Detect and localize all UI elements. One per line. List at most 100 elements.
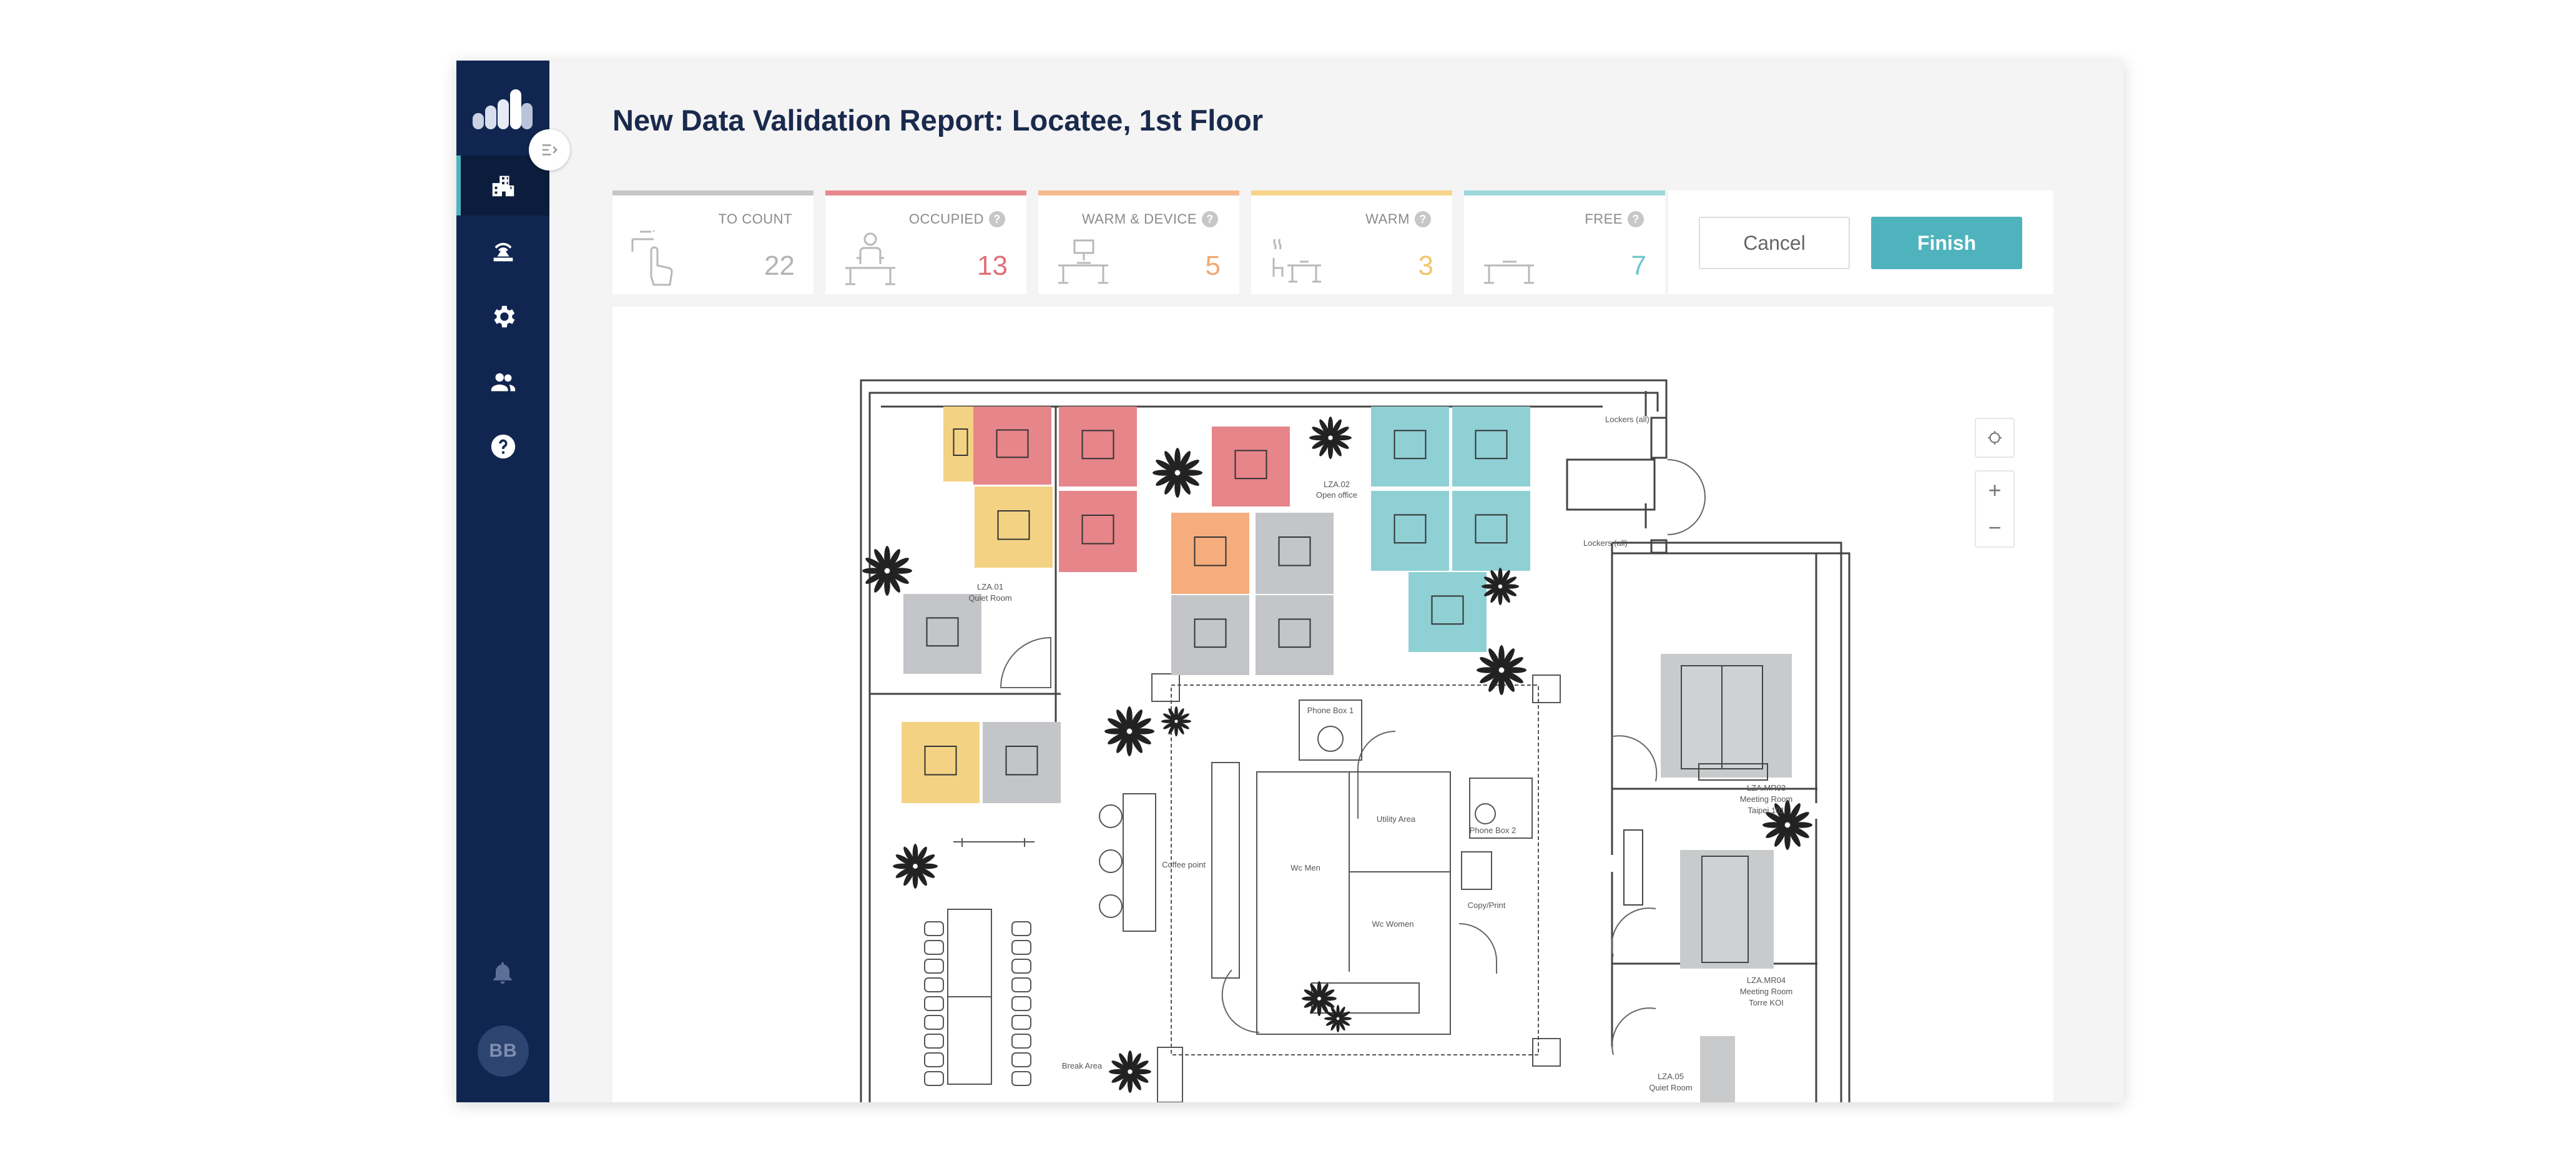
seat-zone-free[interactable] bbox=[1371, 491, 1449, 571]
desk-with-monitor-icon bbox=[1058, 239, 1108, 284]
desk bbox=[1278, 536, 1311, 566]
page-title: New Data Validation Report: Locatee, 1st… bbox=[612, 104, 1264, 137]
sensor-icon bbox=[493, 242, 513, 262]
stat-label: OCCUPIED? bbox=[909, 211, 1005, 227]
sidebar-item-users[interactable] bbox=[456, 352, 549, 412]
map-zoom-control: + − bbox=[1975, 470, 2015, 548]
seat-zone-occupied[interactable] bbox=[973, 407, 1051, 485]
desk bbox=[996, 429, 1029, 458]
zoom-out-button[interactable]: − bbox=[1988, 515, 2002, 540]
sidebar-item-help[interactable] bbox=[456, 417, 549, 477]
chair bbox=[924, 1052, 944, 1067]
desk bbox=[953, 428, 968, 456]
zone-label: Meeting Room bbox=[1740, 987, 1793, 996]
plant-icon bbox=[1161, 706, 1191, 737]
plant-icon bbox=[1302, 981, 1337, 1017]
zone-label: LZA.MR03 bbox=[1747, 783, 1786, 793]
zoom-in-button[interactable]: + bbox=[1988, 477, 2002, 503]
desk bbox=[997, 510, 1030, 540]
chair bbox=[924, 1015, 944, 1030]
collapse-sidebar-button[interactable] bbox=[529, 129, 570, 170]
desk bbox=[1278, 618, 1311, 648]
seat-zone-free[interactable] bbox=[1408, 572, 1487, 652]
stat-label: WARM & DEVICE? bbox=[1082, 211, 1218, 227]
stat-label: TO COUNT bbox=[718, 211, 792, 227]
seat-zone-to-count[interactable] bbox=[903, 594, 981, 674]
sidebar-item-buildings[interactable] bbox=[456, 156, 549, 215]
stat-value: 22 bbox=[764, 250, 795, 281]
seat-zone-free[interactable] bbox=[1452, 491, 1530, 571]
desk bbox=[926, 617, 959, 647]
seat-zone-free[interactable] bbox=[1371, 407, 1449, 487]
desk bbox=[1234, 450, 1267, 480]
chair bbox=[1011, 921, 1031, 936]
plant-icon bbox=[1104, 706, 1154, 756]
zone-label: Quiet Room bbox=[968, 593, 1011, 603]
zone-label: LZA.01 bbox=[977, 582, 1003, 591]
map-recenter-control bbox=[1975, 418, 2015, 458]
zone-label: Taipei 101 bbox=[1748, 806, 1784, 815]
seat-zone-warm[interactable] bbox=[943, 407, 978, 482]
cancel-button[interactable]: Cancel bbox=[1699, 217, 1850, 269]
building-icon bbox=[492, 175, 514, 197]
room-label: Lockers (all) bbox=[1605, 415, 1649, 424]
desk bbox=[1081, 430, 1114, 460]
app-window: BB New Data Validation Report: Locatee, … bbox=[456, 61, 2123, 1102]
chair bbox=[924, 1071, 944, 1086]
seat-zone-free[interactable] bbox=[1452, 407, 1530, 487]
desk bbox=[1081, 515, 1114, 545]
touch-hand-icon bbox=[631, 230, 673, 286]
zone-label: Torre KOI bbox=[1749, 998, 1784, 1007]
zone-label: LZA.MR04 bbox=[1747, 976, 1786, 985]
seat-zone-to-count[interactable] bbox=[983, 722, 1061, 803]
room-label: Lockers (all) bbox=[1583, 538, 1628, 548]
room-label: Break Area bbox=[1062, 1061, 1103, 1070]
stat-card-warm: WARM? 3 bbox=[1251, 190, 1452, 294]
desk bbox=[1194, 618, 1227, 648]
desk bbox=[1431, 595, 1464, 625]
floorplan-map[interactable]: LZA.01 Quiet Room LZA.02 Open office LZA… bbox=[612, 307, 2053, 1102]
stat-value: 7 bbox=[1631, 250, 1646, 281]
seat-zone-occupied[interactable] bbox=[1212, 427, 1290, 506]
stat-label: WARM? bbox=[1365, 211, 1431, 227]
desk bbox=[1005, 746, 1038, 776]
room-label: Coffee point bbox=[1162, 860, 1206, 869]
sidebar-item-sensors[interactable] bbox=[456, 222, 549, 282]
seat-zone-warm-device[interactable] bbox=[1171, 513, 1249, 594]
zone-label: Open office bbox=[1316, 490, 1357, 500]
chair bbox=[1011, 977, 1031, 992]
user-avatar[interactable]: BB bbox=[478, 1025, 529, 1077]
seat-zone-to-count[interactable] bbox=[1256, 595, 1334, 675]
seat-zone-occupied[interactable] bbox=[1059, 491, 1137, 572]
target-icon[interactable] bbox=[1976, 419, 2013, 457]
finish-button[interactable]: Finish bbox=[1871, 217, 2022, 269]
help-icon[interactable]: ? bbox=[989, 211, 1005, 227]
seat-zone-warm[interactable] bbox=[975, 487, 1053, 568]
chair bbox=[924, 996, 944, 1011]
stat-label: FREE? bbox=[1585, 211, 1644, 227]
zone-label: Quiet Room bbox=[1649, 1083, 1692, 1092]
seat-zone-warm[interactable] bbox=[902, 722, 980, 803]
chair bbox=[924, 959, 944, 974]
plant-icon bbox=[1482, 568, 1519, 605]
stat-card-warm-device: WARM & DEVICE? 5 bbox=[1038, 190, 1239, 294]
room-label: Phone Box 2 bbox=[1470, 826, 1516, 835]
seat-zone-to-count[interactable] bbox=[1171, 595, 1249, 675]
seat-zone-occupied[interactable] bbox=[1059, 407, 1137, 487]
seat-zone-to-count[interactable] bbox=[1256, 513, 1334, 594]
help-icon[interactable]: ? bbox=[1628, 211, 1644, 227]
bell-icon[interactable] bbox=[489, 959, 516, 986]
chair bbox=[1011, 1071, 1031, 1086]
sidebar-item-settings[interactable] bbox=[456, 287, 549, 347]
help-icon[interactable]: ? bbox=[1202, 211, 1218, 227]
chair bbox=[1011, 959, 1031, 974]
zone-label: LZA.02 bbox=[1324, 480, 1350, 489]
help-icon[interactable]: ? bbox=[1415, 211, 1431, 227]
plant-icon bbox=[1109, 1050, 1151, 1093]
users-icon bbox=[491, 373, 515, 392]
locatee-logo bbox=[473, 89, 533, 129]
sidebar: BB bbox=[456, 61, 549, 1102]
desk bbox=[1194, 536, 1227, 566]
chair bbox=[1011, 1034, 1031, 1049]
report-actions: Cancel Finish bbox=[1668, 190, 2053, 294]
